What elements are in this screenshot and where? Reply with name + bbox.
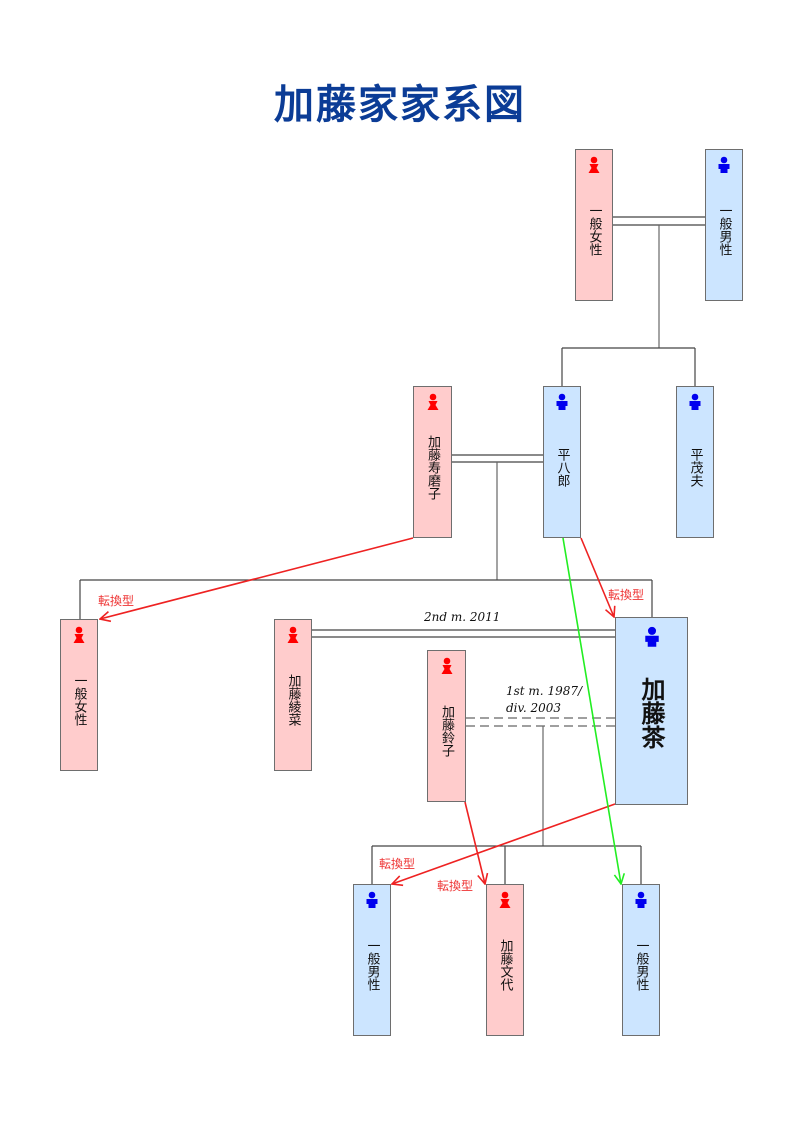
person-kato-fumiyo[interactable]: 加藤文代 bbox=[486, 884, 524, 1036]
female-person-icon bbox=[426, 393, 440, 415]
page-title: 加藤家家系図 bbox=[274, 81, 526, 128]
arrow-label: 転換型 bbox=[608, 588, 645, 602]
person-kato-ayana[interactable]: 加藤綾菜 bbox=[274, 619, 312, 771]
marriage-label-first-line2: div. 2003 bbox=[506, 701, 562, 715]
male-person-icon bbox=[717, 156, 731, 178]
person-general-female[interactable]: 一般女性 bbox=[60, 619, 98, 771]
female-person-icon bbox=[440, 657, 454, 679]
person-heihachiro[interactable]: 平八郎 bbox=[543, 386, 581, 538]
person-gg-male[interactable]: 一般男性 bbox=[705, 149, 743, 301]
person-child-male-1[interactable]: 一般男性 bbox=[353, 884, 391, 1036]
person-name: 加藤寿磨子 bbox=[425, 434, 440, 500]
female-person-icon bbox=[72, 626, 86, 648]
person-name: 一般女性 bbox=[586, 204, 602, 256]
person-name: 加藤茶 bbox=[637, 677, 666, 749]
transfer-arrow-sumako-to-female bbox=[100, 537, 414, 619]
arrow-label: 転換型 bbox=[379, 857, 416, 871]
person-name: 平八郎 bbox=[554, 447, 570, 487]
inheritance-arrow-heihachiro-to-son bbox=[562, 537, 621, 884]
person-kato-sumako[interactable]: 加藤寿磨子 bbox=[413, 386, 452, 538]
arrow-label: 転換型 bbox=[437, 879, 474, 893]
person-hei-shigeo[interactable]: 平茂夫 bbox=[676, 386, 714, 538]
person-name: 加藤鈴子 bbox=[439, 705, 454, 757]
arrow-label: 転換型 bbox=[98, 594, 135, 608]
person-kato-cha[interactable]: 加藤茶 bbox=[615, 617, 688, 805]
transfer-arrow-suzuko-to-fumiyo bbox=[464, 801, 485, 884]
person-name: 一般女性 bbox=[71, 674, 87, 726]
marriage-label-second: 2nd m. 2011 bbox=[424, 610, 501, 624]
transfer-arrow-cha-to-son bbox=[392, 803, 616, 884]
male-person-icon bbox=[365, 891, 379, 913]
person-name: 一般男性 bbox=[633, 939, 649, 991]
female-person-icon bbox=[587, 156, 601, 178]
male-person-icon bbox=[642, 626, 662, 652]
person-child-male-2[interactable]: 一般男性 bbox=[622, 884, 660, 1036]
person-kato-suzuko[interactable]: 加藤鈴子 bbox=[427, 650, 466, 802]
person-name: 一般男性 bbox=[716, 204, 732, 256]
male-person-icon bbox=[688, 393, 702, 415]
transfer-arrow-heihachiro-to-cha bbox=[580, 537, 614, 617]
person-name: 加藤綾菜 bbox=[285, 674, 301, 726]
female-person-icon bbox=[286, 626, 300, 648]
female-person-icon bbox=[498, 891, 512, 913]
marriage-label-first-line1: 1st m. 1987/ bbox=[506, 684, 583, 698]
person-name: 一般男性 bbox=[364, 939, 380, 991]
person-name: 平茂夫 bbox=[687, 447, 703, 487]
male-person-icon bbox=[555, 393, 569, 415]
person-name: 加藤文代 bbox=[497, 939, 513, 991]
male-person-icon bbox=[634, 891, 648, 913]
person-gg-female[interactable]: 一般女性 bbox=[575, 149, 613, 301]
